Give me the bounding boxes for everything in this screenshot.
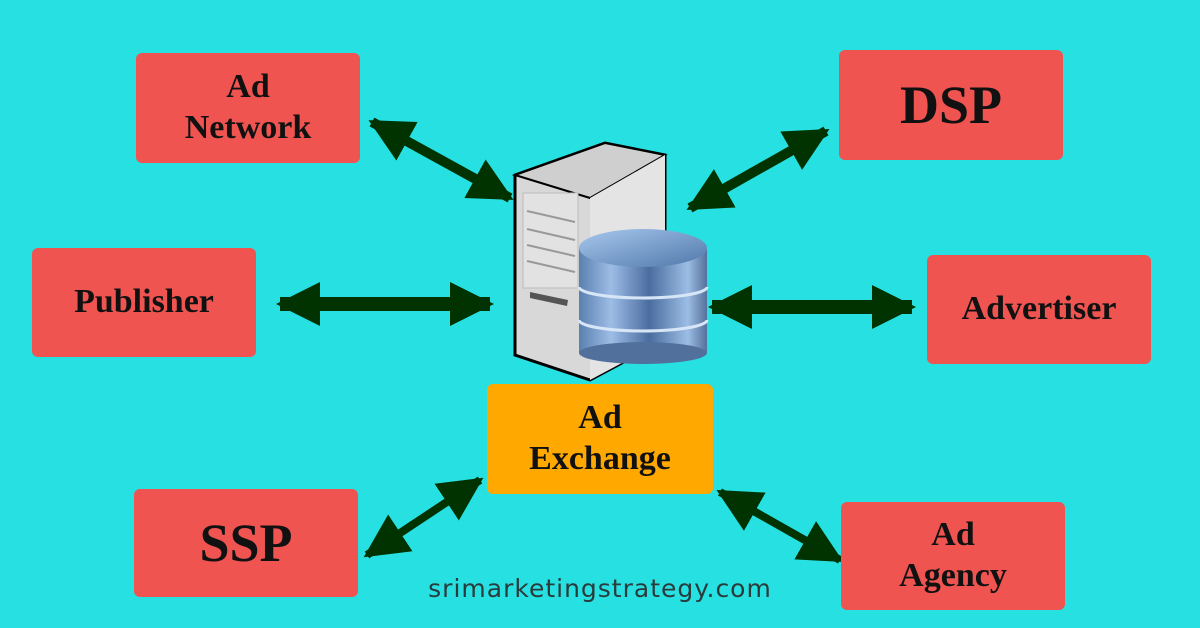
node-ad-exchange: Ad Exchange [487,384,713,494]
node-ad-network: Ad Network [136,53,360,163]
node-label: Advertiser [961,290,1117,328]
node-label: SSP [199,512,293,573]
node-label: Publisher [74,283,214,321]
arrow-ad-agency [716,488,844,564]
node-ssp: SSP [134,489,358,597]
database-icon [577,229,709,364]
website-watermark: srimarketingstrategy.com [428,574,772,603]
node-ad-agency: Ad Agency [841,502,1065,610]
node-dsp: DSP [839,50,1063,160]
node-publisher: Publisher [32,248,256,357]
node-advertiser: Advertiser [927,255,1151,364]
node-label: Ad Network [184,68,312,146]
node-label: Ad Exchange [529,399,671,477]
node-label: DSP [899,74,1002,135]
arrow-dsp [686,126,830,213]
arrow-ad-network [368,117,514,203]
node-label: Ad Agency [899,516,1007,594]
arrow-ssp [363,476,484,559]
